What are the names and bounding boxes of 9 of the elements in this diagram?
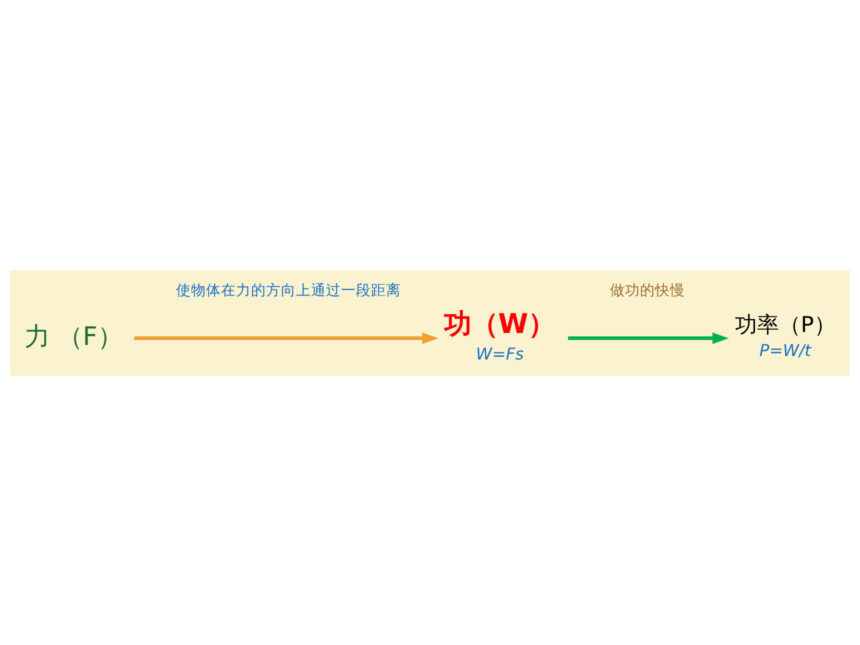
node-text: 功（W）	[444, 308, 556, 340]
arrow	[568, 332, 729, 344]
edge-label: 做功的快慢	[610, 281, 686, 298]
edge-label: 使物体在力的方向上通过一段距离	[176, 281, 402, 298]
node-text: 功率（P）	[734, 312, 836, 338]
node-label: W=Fs	[476, 344, 524, 364]
arrow	[134, 332, 439, 344]
node-text: 力 （F）	[24, 321, 122, 352]
node-label: P=W/t	[759, 340, 812, 360]
